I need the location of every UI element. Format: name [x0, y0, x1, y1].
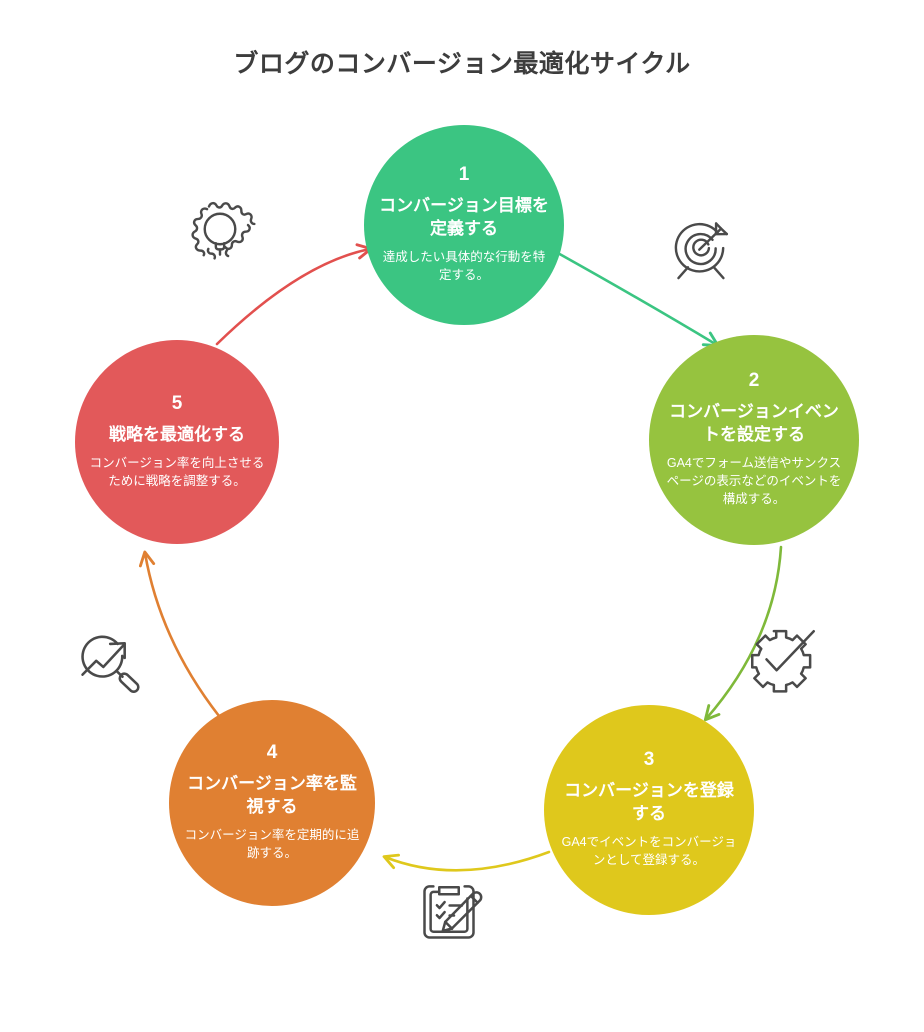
arrow-4-to-5 — [138, 550, 221, 718]
arrow-3-to-4 — [382, 850, 551, 872]
clipboard-pencil-icon — [409, 872, 489, 952]
cycle-node-2[interactable]: 2 コンバージョンイベントを設定する GA4でフォーム送信やサンクスページの表示… — [649, 335, 859, 545]
node-description: 達成したい具体的な行動を特定する。 — [382, 250, 546, 282]
cycle-node-3[interactable]: 3 コンバージョンを登録する GA4でイベントをコンバージョンとして登録する。 — [544, 705, 754, 915]
node-number: 3 — [643, 749, 655, 771]
arrow-5-to-1 — [215, 243, 373, 346]
node-heading: コンバージョン率を監視する — [187, 774, 357, 816]
node-number: 5 — [171, 392, 183, 414]
node-heading: コンバージョンイベントを設定する — [669, 402, 839, 444]
cycle-node-5[interactable]: 5 戦略を最適化する コンバージョン率を向上させるために戦略を調整する。 — [75, 340, 279, 544]
arrow-1-to-2 — [554, 250, 720, 347]
target-arrow-icon — [662, 212, 740, 290]
node-heading: 戦略を最適化する — [109, 424, 245, 444]
cycle-node-4[interactable]: 4 コンバージョン率を監視する コンバージョン率を定期的に追跡する。 — [169, 700, 375, 906]
node-description: GA4でフォーム送信やサンクスページの表示などのイベントを構成する。 — [666, 456, 842, 506]
node-number: 1 — [458, 164, 470, 186]
node-description: GA4でイベントをコンバージョンとして登録する。 — [561, 835, 737, 867]
magnifier-trend-icon — [66, 622, 148, 704]
node-description: コンバージョン率を向上させるために戦略を調整する。 — [89, 455, 265, 488]
node-description: コンバージョン率を定期的に追跡する。 — [184, 828, 360, 860]
arrow-2-to-3 — [703, 545, 783, 722]
node-number: 4 — [266, 742, 278, 764]
gear-check-icon — [740, 622, 820, 702]
node-heading: コンバージョン目標を定義する — [379, 196, 549, 238]
node-number: 2 — [748, 370, 760, 392]
lightbulb-gear-icon — [183, 192, 257, 266]
page-title: ブログのコンバージョン最適化サイクル — [233, 50, 691, 78]
cycle-node-1[interactable]: 1 コンバージョン目標を定義する 達成したい具体的な行動を特定する。 — [364, 125, 564, 325]
node-heading: コンバージョンを登録する — [564, 781, 734, 823]
